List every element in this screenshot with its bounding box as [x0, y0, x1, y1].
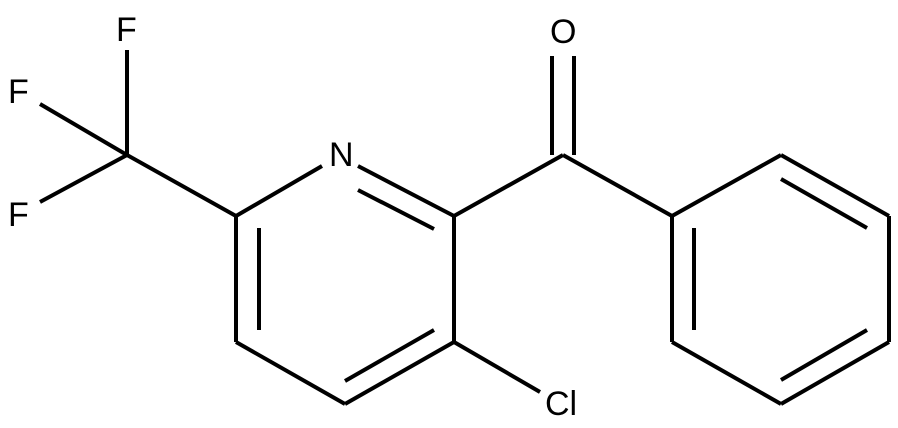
bond-c3-c4-inner [344, 328, 435, 383]
bond-n-c2 [357, 164, 455, 218]
bond-c3-cl [452, 340, 542, 394]
bond-c2-carbonyl [453, 153, 564, 218]
bond-ph2-ph3 [780, 153, 890, 218]
bond-c-f-bottom [39, 153, 128, 204]
nitrogen-atom-label: N [329, 136, 354, 174]
bond-ph1-ph2 [671, 153, 782, 218]
bond-carbonyl-phenyl [562, 153, 673, 218]
bond-c3-c4 [344, 340, 455, 406]
fluorine-atom-label-top: F [116, 11, 137, 49]
bond-cf3-ring [126, 153, 237, 218]
bond-c-f-middle [38, 102, 129, 157]
oxygen-atom-label: O [550, 13, 576, 51]
bond-ph4-ph5-inner [779, 328, 869, 382]
bond-ph4-ph5 [780, 340, 890, 406]
bond-ph2-ph3-inner [780, 177, 868, 230]
bond-c6-n [234, 164, 324, 218]
bond-n-c2-inner [357, 188, 435, 231]
bond-ph5-ph6 [671, 340, 782, 406]
chlorine-atom-label: Cl [545, 385, 577, 423]
fluorine-atom-label-middle: F [8, 73, 29, 111]
bond-c4-c5 [235, 340, 346, 406]
fluorine-atom-label-bottom: F [8, 196, 29, 234]
